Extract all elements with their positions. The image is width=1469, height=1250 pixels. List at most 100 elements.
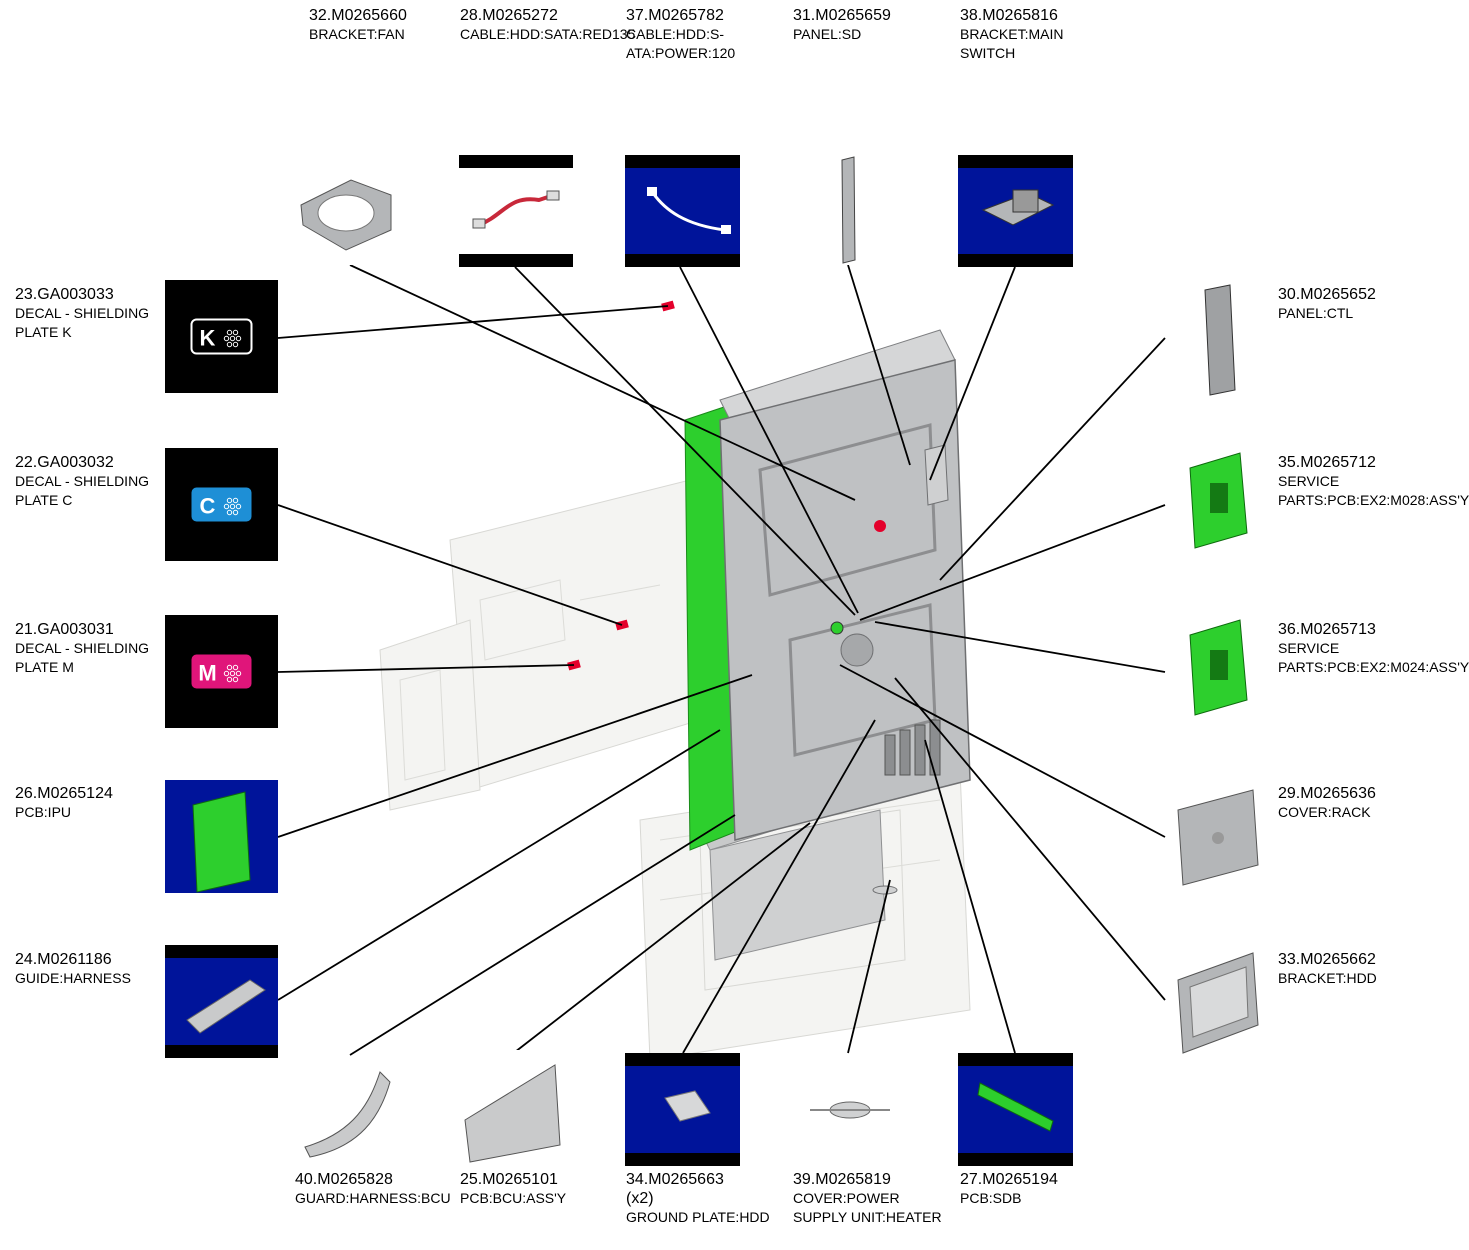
part-thumbnail-p35	[1185, 448, 1255, 558]
part-thumbnail-p26	[165, 780, 278, 893]
exploded-assembly-drawing	[379, 300, 971, 1061]
part-number: 22.GA003032	[15, 454, 114, 471]
leader-line-p33	[894, 677, 1166, 1001]
leader-line-p31	[847, 264, 911, 466]
part-silhouette	[192, 791, 251, 893]
part-description: SERVICE PARTS:PCB:EX2:M024:ASS'Y	[1278, 640, 1469, 675]
part-description: SERVICE PARTS:PCB:EX2:M028:ASS'Y	[1278, 473, 1469, 508]
part-silhouette	[300, 179, 392, 251]
part-silhouette	[977, 1082, 1054, 1132]
part-number: 28.M0265272	[460, 7, 558, 24]
green-marker	[830, 621, 844, 635]
switch-bracket-part	[924, 444, 949, 506]
part-thumbnail-p30	[1190, 284, 1250, 396]
sdb-connectors	[884, 719, 941, 776]
part-description: DECAL - SHIELDING PLATE K	[15, 305, 150, 340]
part-thumbnail-p39	[800, 1080, 900, 1140]
rack-cover-part	[719, 359, 971, 841]
part-description: CABLE:HDD:SATA:RED135	[460, 26, 636, 42]
part-silhouette	[1177, 952, 1259, 1054]
part-silhouette	[1177, 789, 1259, 886]
leader-line-p34	[682, 719, 876, 1054]
leader-line-p21	[277, 664, 575, 673]
part-label-p34: 34.M0265663(x2)GROUND PLATE:HDD	[626, 1170, 776, 1227]
part-description: BRACKET:HDD	[1278, 970, 1377, 986]
part-description: GUIDE:HARNESS	[15, 970, 131, 986]
part-silhouette	[1204, 284, 1236, 396]
part-description: BRACKET:FAN	[309, 26, 405, 42]
part-silhouette	[647, 187, 731, 234]
leader-line-p26	[277, 674, 753, 838]
leader-line-p30	[939, 337, 1166, 581]
part-thumbnail-p28	[459, 155, 573, 267]
part-number: 23.GA003033	[15, 286, 114, 303]
leader-line-p37	[679, 266, 859, 614]
decal-letter: C	[200, 494, 216, 519]
leader-line-p27	[924, 739, 1016, 1054]
part-thumbnail-p22: C	[165, 448, 278, 561]
leader-line-p38	[929, 266, 1016, 481]
part-description: CABLE:HDD:S-ATA:POWER:120	[626, 26, 736, 61]
part-silhouette	[1189, 452, 1248, 549]
part-number: 26.M0265124	[15, 785, 113, 802]
leader-line-p39	[847, 879, 891, 1054]
red-marker	[874, 520, 886, 532]
part-description: GROUND PLATE:HDD	[626, 1209, 770, 1225]
part-silhouette	[464, 1064, 561, 1163]
part-description: COVER:POWER SUPPLY UNIT:HEATER	[793, 1190, 942, 1225]
part-number: 29.M0265636	[1278, 785, 1376, 802]
part-description: GUARD:HARNESS:BCU	[295, 1190, 451, 1206]
leader-line-p35	[859, 504, 1166, 621]
part-number: 31.M0265659	[793, 7, 891, 24]
part-description: PANEL:CTL	[1278, 305, 1354, 321]
leader-line-p36	[874, 621, 1166, 673]
part-thumbnail-p36	[1185, 615, 1255, 725]
part-silhouette	[841, 156, 856, 264]
part-number: 40.M0265828	[295, 1171, 393, 1188]
part-thumbnail-p32	[291, 155, 403, 265]
part-number: 37.M0265782	[626, 7, 724, 24]
part-silhouette	[304, 1071, 391, 1158]
part-thumbnail-p40	[295, 1062, 415, 1162]
part-silhouette	[664, 1090, 711, 1122]
rack-center-hole	[840, 633, 874, 667]
part-description: DECAL - SHIELDING PLATE C	[15, 473, 150, 508]
part-description: PCB:IPU	[15, 804, 72, 820]
part-silhouette	[1189, 619, 1248, 716]
part-number: 35.M0265712	[1278, 454, 1376, 471]
part-description: PANEL:SD	[793, 26, 862, 42]
leader-line-p25	[514, 822, 811, 1053]
heater-cover-part	[872, 885, 898, 895]
part-number: 33.M0265662	[1278, 951, 1376, 968]
part-thumbnail-p21: M	[165, 615, 278, 728]
part-number: 21.GA003031	[15, 621, 114, 638]
part-number: 34.M0265663	[626, 1171, 724, 1188]
leader-line-p29	[839, 664, 1166, 838]
part-number: 36.M0265713	[1278, 621, 1376, 638]
part-number: 24.M0261186	[15, 951, 112, 968]
leader-line-p40	[349, 814, 736, 1056]
part-number: 32.M0265660	[309, 7, 407, 24]
part-thumbnail-p31	[828, 155, 868, 265]
part-thumbnail-p24	[165, 945, 278, 1058]
decal-letter: K	[200, 326, 216, 351]
part-silhouette	[472, 190, 560, 229]
part-thumbnail-p37	[625, 155, 740, 267]
part-thumbnail-p29	[1168, 780, 1268, 890]
part-silhouette	[810, 1101, 890, 1119]
part-thumbnail-p38	[958, 155, 1073, 267]
